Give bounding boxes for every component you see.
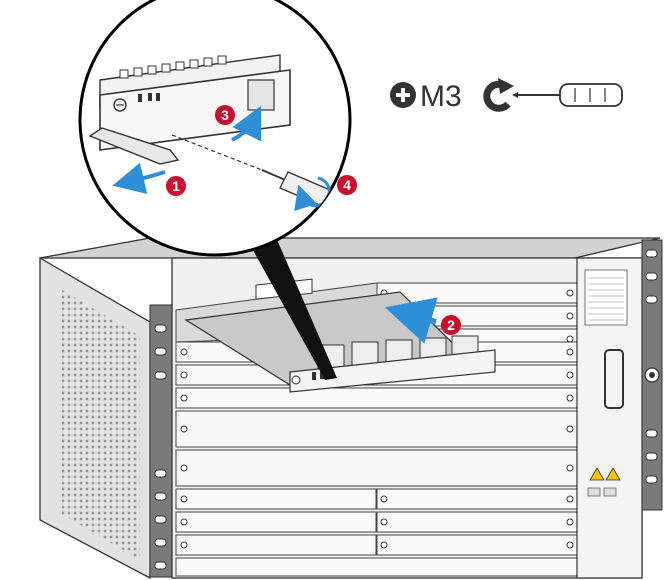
svg-text:1: 1 [172,178,180,194]
slot [175,511,377,533]
slot [175,488,377,510]
warning-labels [587,467,621,497]
step3-arrow [231,105,262,142]
tool-legend: M3 [390,78,623,113]
screwdriver-icon [512,83,623,107]
slot [376,488,578,510]
ejector-lever [88,127,180,165]
slot-large [175,449,578,487]
screw-size-label: M3 [420,80,462,113]
zoom-port [247,79,275,111]
svg-text:3: 3 [221,107,229,123]
phillips-head-icon [390,82,416,108]
chassis-handle [604,349,624,409]
slot-large [175,410,578,448]
step-badge-2: 2 [441,315,461,335]
slot [175,387,578,409]
chassis [39,237,663,580]
svg-text:2: 2 [447,317,455,333]
slot-screws [180,289,574,549]
step-badge-3: 3 [215,105,235,125]
slot [376,534,578,556]
insert-direction-arrow [384,297,438,344]
slot [175,557,578,577]
step-badge-4: 4 [337,175,357,195]
step-badge-1: 1 [166,176,186,196]
chassis-top [39,237,661,259]
clockwise-rotate-icon [483,78,514,112]
label-plate [584,269,628,326]
ventilation-grid [62,290,140,560]
zoom-detail [78,0,352,257]
slot [376,511,578,533]
step1-arrow [112,162,166,194]
slot [175,534,377,556]
svg-text:4: 4 [343,177,351,193]
board-front-panel [289,349,496,393]
left-rack-ear [149,304,173,578]
